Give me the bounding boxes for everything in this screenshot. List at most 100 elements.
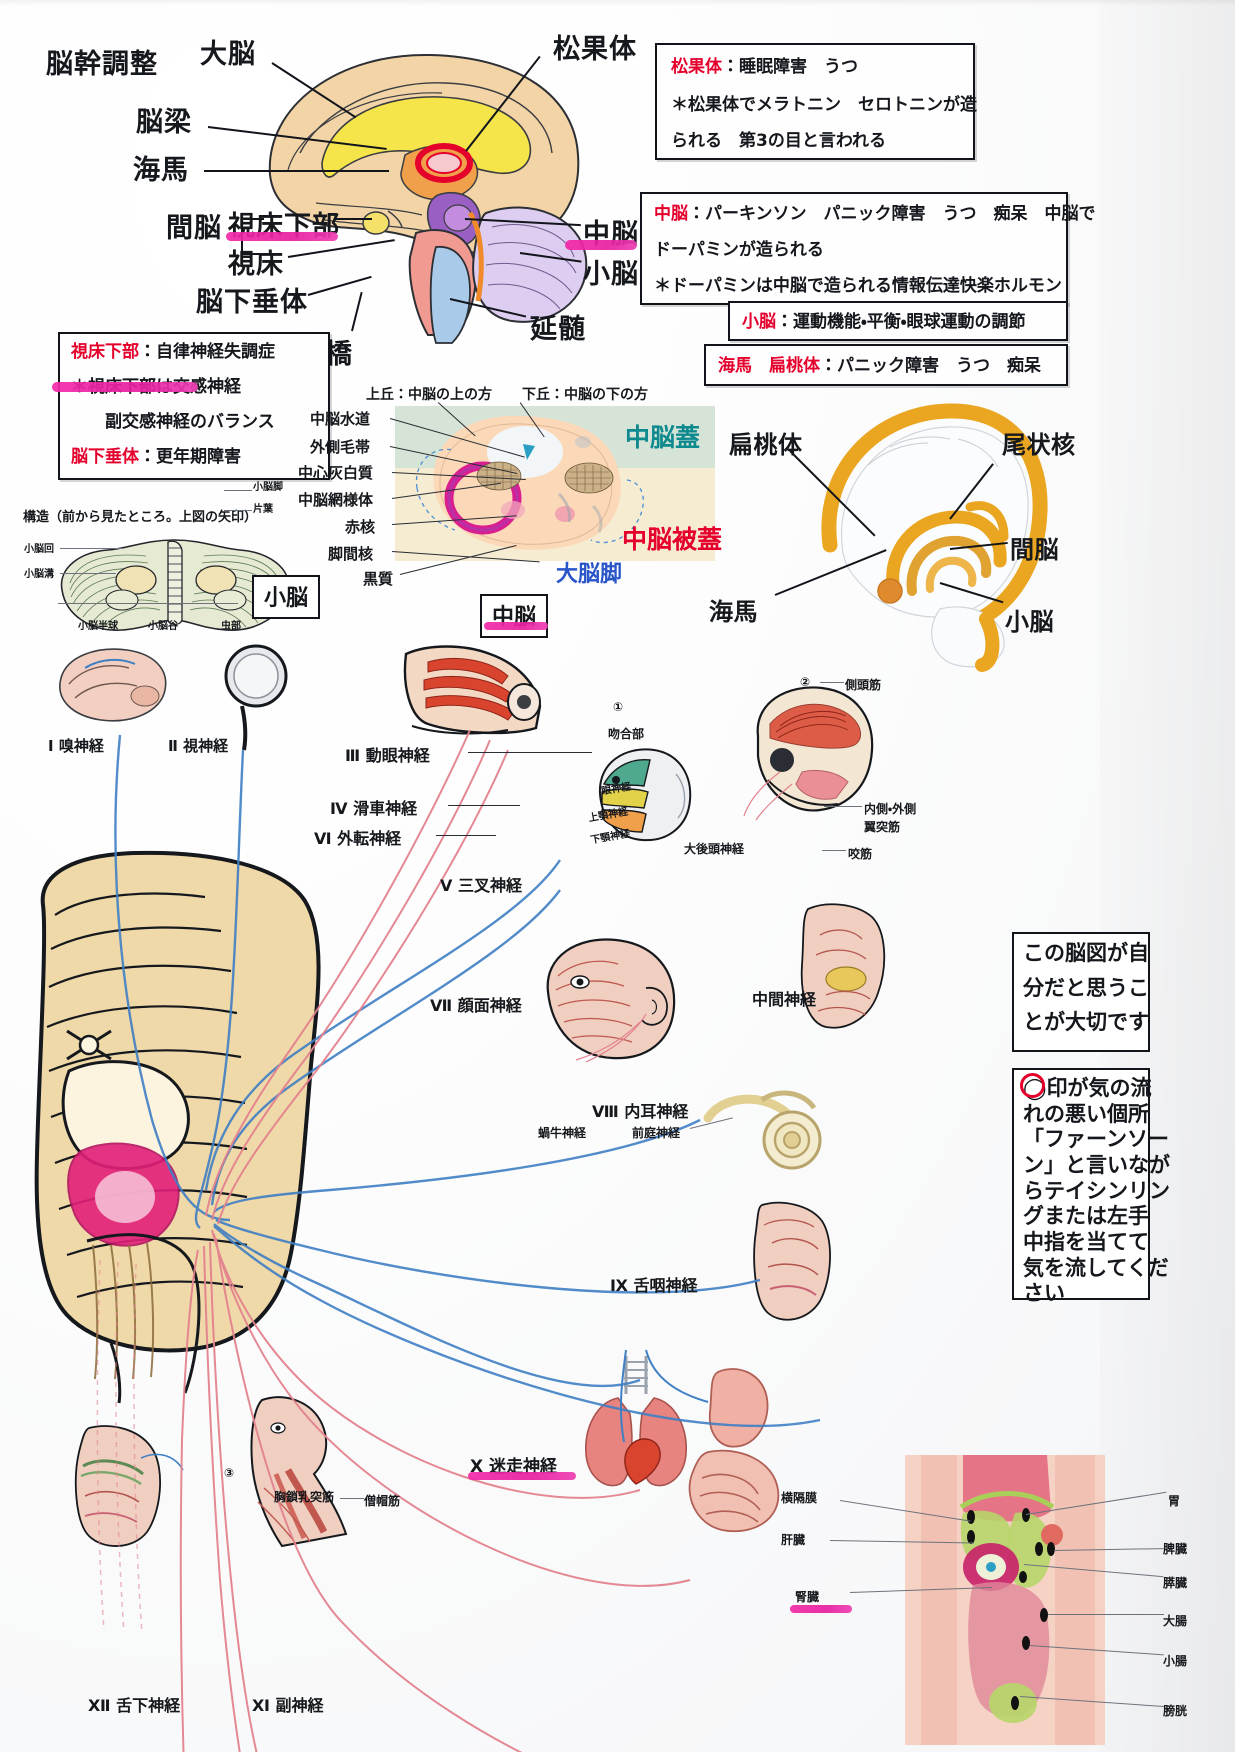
info-box-hippocampus-amygdala: 海馬 扁桃体：パニック障害 うつ 痴呆 xyxy=(704,344,1068,386)
label-sternocleidomastoid: 胸鎖乳突筋 xyxy=(274,1490,335,1504)
intermediate-nerve-illustration xyxy=(790,895,900,1035)
cranial-nerve-label-8: Ⅷ 内耳神経 xyxy=(592,1102,689,1121)
accessory-nerve-illustration xyxy=(228,1392,368,1552)
label-vermis: 虫部 xyxy=(221,621,241,632)
label-pterygoid-1: 内側・外側 xyxy=(864,802,917,816)
label-corpus-callosum: 脳梁 xyxy=(136,107,192,138)
leader-line xyxy=(824,806,862,807)
facial-nerve-head-illustration xyxy=(520,930,695,1065)
label-substantia-nigra: 黒質 xyxy=(363,570,394,588)
label-trapezius: 僧帽筋 xyxy=(364,1494,401,1508)
label-hippocampus: 海馬 xyxy=(133,155,189,186)
leader-line xyxy=(1048,1614,1164,1615)
label-liver: 肝臓 xyxy=(781,1533,806,1547)
info-term-cerebellum: 小脳 xyxy=(742,312,776,332)
info-term-pituitary: 脳下垂体 xyxy=(71,447,139,467)
info-text: ＊ドーパミンは中脳で造られる情報伝達快楽ホルモン xyxy=(654,276,1062,296)
leader-line xyxy=(60,548,122,549)
cranial-nerve-label-7: Ⅶ 顔面神経 xyxy=(430,996,522,1015)
info-text: ＊松果体でメラトニン セロトニンが造 xyxy=(671,95,977,115)
info-box-cerebellum: 小脳：運動機能・平衡・眼球運動の調節 xyxy=(728,301,1068,341)
marker-two: ② xyxy=(800,675,811,689)
label-intermediate-nerve: 中間神経 xyxy=(752,990,817,1009)
marker-one: ① xyxy=(613,700,624,714)
midbrain-cross-section-illustration xyxy=(395,406,715,561)
label-cerebellar-valley: 小脳谷 xyxy=(148,621,178,632)
extraocular-muscles-illustration xyxy=(398,636,558,746)
cranial-nerve-label-12: Ⅻ 舌下神経 xyxy=(88,1696,181,1715)
label-bladder: 膀胱 xyxy=(1163,1704,1188,1718)
info-box-midbrain: 中脳：パーキンソン パニック障害 うつ 痴呆 中脳で ドーパミンが造られる ＊ド… xyxy=(640,192,1096,305)
info-term-midbrain: 中脳 xyxy=(654,204,688,224)
leader-line xyxy=(820,682,844,683)
info-text: ：自律神経失調症 xyxy=(139,342,275,362)
info-text: 副交感神経のバランス xyxy=(71,412,275,432)
hypoglossal-illustration xyxy=(55,1420,185,1550)
label-pancreas: 膵臓 xyxy=(1163,1576,1188,1590)
label-kidney: 腎臓 xyxy=(795,1590,820,1604)
advice-line: とが大切です xyxy=(1023,1010,1149,1035)
label-small-intestine: 小腸 xyxy=(1163,1654,1188,1668)
cranial-nerve-label-6: Ⅵ 外転神経 xyxy=(314,829,402,848)
label-cochlear-nerve: 蝸牛神経 xyxy=(538,1126,587,1140)
label-spleen: 脾臓 xyxy=(1163,1542,1188,1556)
torso-viscera-illustration xyxy=(905,1455,1105,1745)
marker-highlight xyxy=(468,1472,576,1480)
advice-line: この脳図が自 xyxy=(1023,941,1149,965)
cranial-nerve-label-2: Ⅱ 視神経 xyxy=(168,737,229,755)
advice-line: 「ファーンソー xyxy=(1023,1127,1169,1152)
marker-highlight xyxy=(565,240,637,250)
paper-crease xyxy=(1100,0,1235,1752)
label-cerebellar-gyrus: 小脳回 xyxy=(24,544,54,555)
advice-line: さい xyxy=(1023,1281,1065,1306)
info-box-pineal: 松果体：睡眠障害 うつ ＊松果体でメラトニン セロトニンが造 られる 第3の目と… xyxy=(655,43,977,160)
trigeminal-head-illustration xyxy=(580,740,700,850)
info-term-hippocampus-amygdala: 海馬 扁桃体 xyxy=(718,356,820,376)
label-stomach: 胃 xyxy=(1168,1494,1181,1508)
label-amygdala: 扁桃体 xyxy=(729,431,803,459)
circle-mark-icon xyxy=(1020,1073,1045,1098)
leader-line xyxy=(436,835,496,837)
label-midbrain-reticular-formation: 中脳網様体 xyxy=(298,491,374,509)
bracket xyxy=(242,253,264,255)
label-caudate-nucleus: 尾状核 xyxy=(1002,431,1076,459)
brainstem-large-illustration xyxy=(15,845,395,1405)
cranial-nerve-label-1: Ⅰ 嗅神経 xyxy=(48,737,104,755)
info-text: ：睡眠障害 うつ xyxy=(722,57,858,77)
cranial-nerve-label-3: Ⅲ 動眼神経 xyxy=(345,746,430,765)
marker-highlight xyxy=(790,1605,852,1613)
label-vestibular-nerve: 前庭神経 xyxy=(632,1126,681,1140)
cranial-nerve-label-9: Ⅸ 舌咽神経 xyxy=(610,1276,698,1295)
label-pterygoid-2: 翼突筋 xyxy=(864,820,901,834)
overlay-label-tegmentum: 中脳被蓋 xyxy=(622,525,723,554)
label-diaphragm: 横隔膜 xyxy=(781,1491,818,1505)
label-cerebellar-peduncle: 小脳脚 xyxy=(253,482,283,493)
label-greater-occipital-nerve: 大後頭神経 xyxy=(684,842,745,856)
vagus-viscera-illustration xyxy=(570,1349,820,1540)
glossopharyngeal-illustration xyxy=(740,1195,850,1325)
advice-line: グまたは左手 xyxy=(1023,1204,1149,1229)
label-interpeduncular-nucleus: 脚間核 xyxy=(328,545,374,563)
label-cerebellum-limbic: 小脳 xyxy=(1005,608,1054,636)
page-title: 脳幹調整 xyxy=(46,49,158,80)
label-pituitary: 脳下垂体 xyxy=(196,287,308,318)
label-pineal: 松果体 xyxy=(553,34,637,65)
advice-line: 気を流してくだ xyxy=(1023,1255,1169,1280)
label-cerebellar-sulcus: 小脳溝 xyxy=(24,569,54,580)
label-flocculus: 片葉 xyxy=(253,504,273,515)
advice-line: 中指を当てて xyxy=(1023,1230,1149,1255)
leader-line xyxy=(822,850,846,851)
info-box-hypothalamus: 視床下部：自律神経失調症 ＊視床下部は交感神経 副交感神経のバランス 脳下垂体：… xyxy=(58,332,330,480)
info-text: ：運動機能・平衡・眼球運動の調節 xyxy=(776,312,1026,332)
leader-line xyxy=(224,490,252,491)
label-cerebellar-hemisphere: 小脳半球 xyxy=(78,621,118,632)
label-cerebral-aqueduct: 中脳水道 xyxy=(310,410,371,428)
leader-line xyxy=(340,1498,364,1499)
label-inferior-colliculus: 下丘：中脳の下の方 xyxy=(522,387,648,403)
cranial-nerve-label-11: Ⅺ 副神経 xyxy=(252,1696,324,1715)
advice-line: らテイシンリン xyxy=(1023,1178,1170,1203)
label-periaqueductal-gray: 中心灰白質 xyxy=(298,464,374,482)
label-lateral-lemniscus: 外側毛帯 xyxy=(310,438,371,456)
box-label-midbrain: 中脳 xyxy=(480,594,549,638)
